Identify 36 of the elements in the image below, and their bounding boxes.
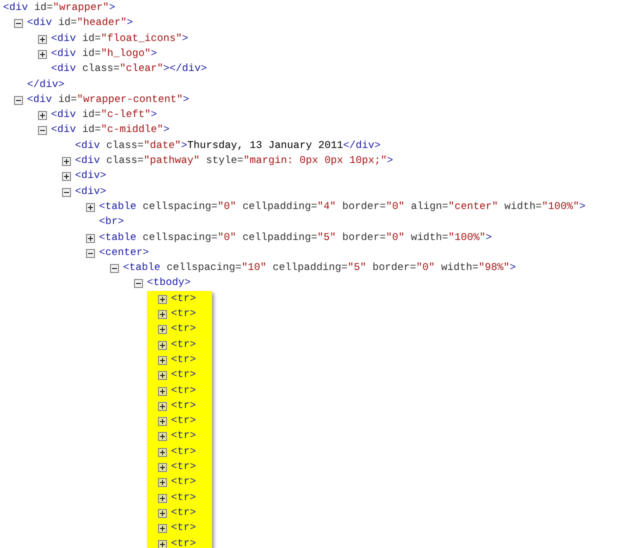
code-line: <div> [75,170,106,184]
code-line: <div class="date">Thursday, 13 January 2011</div> [75,140,381,153]
code-line: <center> [99,246,149,260]
code-line: <tr> [171,292,196,306]
code-line: <div id="h_logo"> [51,48,158,61]
code-line: <div> [75,186,106,199]
code-line: <tr> [171,430,196,444]
code-line: <table cellspacing="10" cellpadding="5" border="0" width="98%"> [123,262,516,276]
code-line: <div id="c-left"> [51,109,158,122]
code-line: <tr> [171,492,196,505]
code-line: <div id="float_icons"> [51,32,188,46]
code-line: <tr> [171,369,196,382]
code-line: <tr> [171,384,196,398]
code-line: <tr> [171,476,196,490]
code-line: <div id="wrapper"> [3,2,116,15]
code-line: <tr> [171,446,196,459]
code-line: <tr> [171,400,196,413]
code-line: <tr> [171,506,196,520]
code-line: <div class="clear"></div> [51,63,207,76]
code-line: <table cellspacing="0" cellpadding="4" border="0" align="center" width="100%"> [99,200,586,214]
code-line: <tr> [171,338,196,352]
code-line: <tr> [171,323,196,336]
code-line: <tr> [171,522,196,536]
code-line: <div id="header"> [27,17,134,30]
code-line: <tr> [171,461,196,474]
code-line: <table cellspacing="0" cellpadding="5" border="0" width="100%"> [99,232,492,244]
code-line: <div id="c-middle"> [51,124,170,138]
code-line: <div id="wrapper-content"> [27,94,190,107]
code-line: <tr> [171,308,196,321]
code-line: </div> [27,78,64,92]
code-line: <tbody> [147,277,191,290]
code-line: <tr> [171,354,196,367]
code-line: <br> [99,216,124,230]
code-line: <tr> [171,538,196,548]
code-line: <tr> [171,415,196,428]
code-line: <div class="pathway" style="margin: 0px 0px 10px;"> [75,155,394,168]
